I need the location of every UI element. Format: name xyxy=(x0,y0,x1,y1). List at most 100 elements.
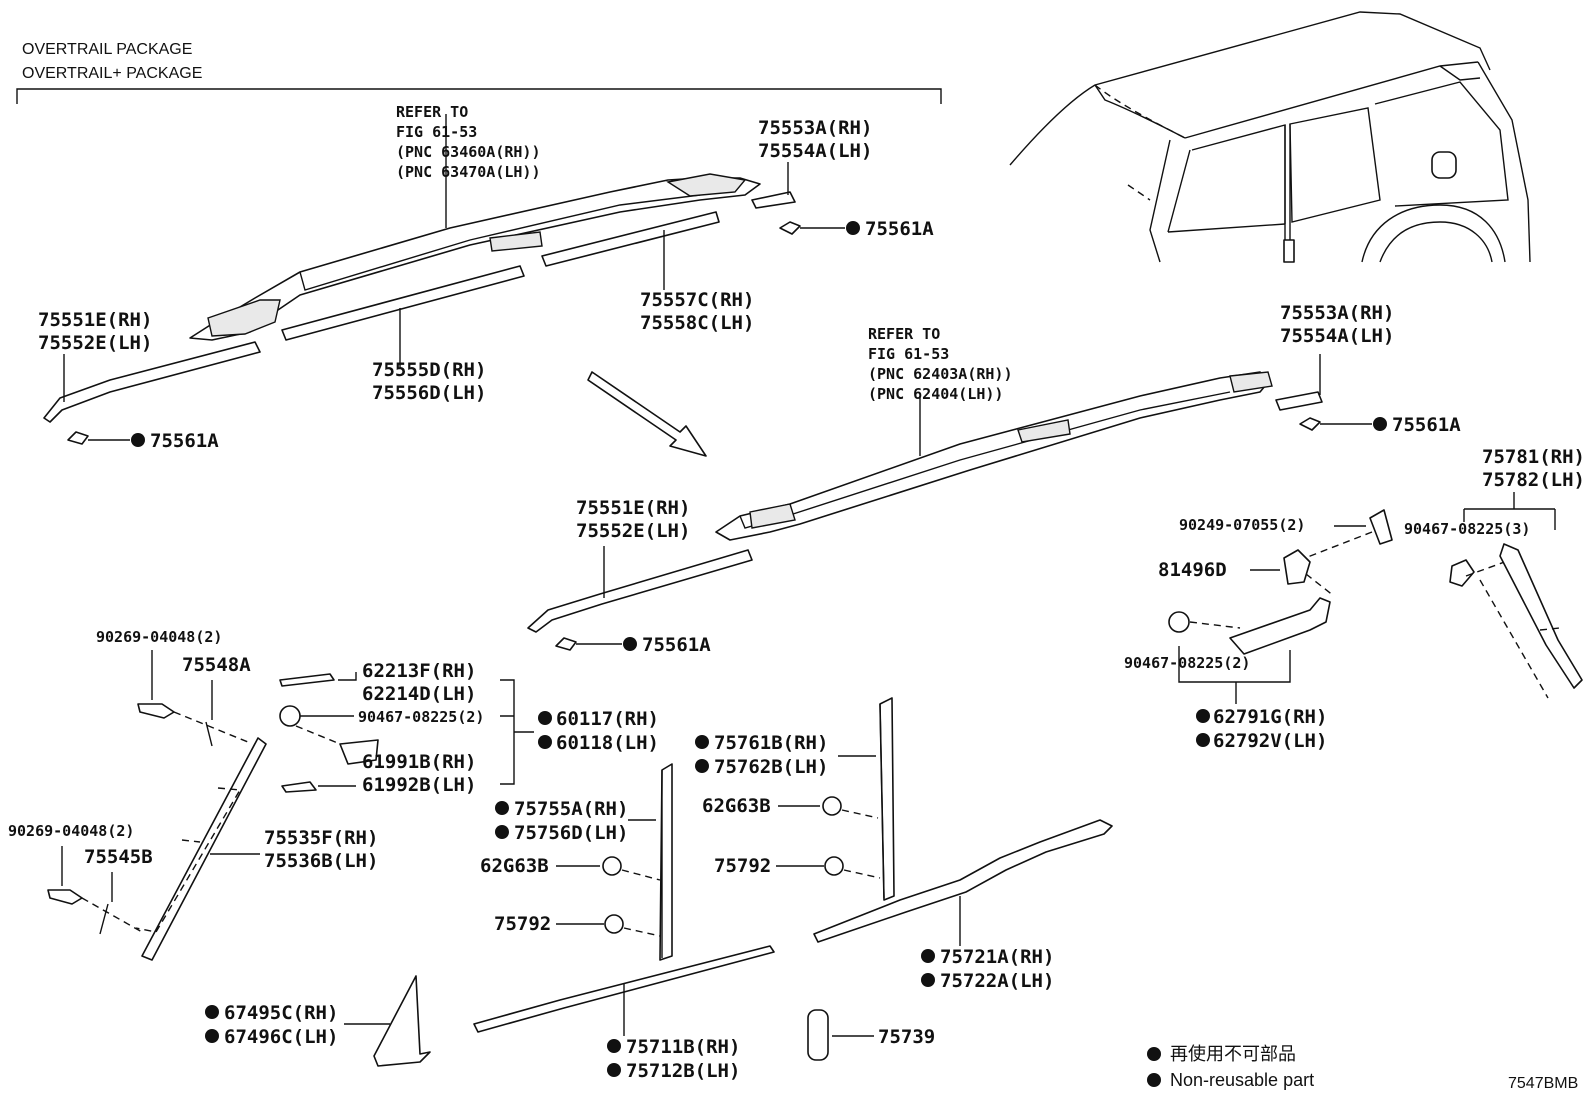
clip-62g63b-left xyxy=(602,856,622,876)
moulding-75781 xyxy=(1499,543,1583,689)
garnish-75761b-edge xyxy=(879,703,885,899)
refer-mid-line3: (PNC 62403A(RH)) xyxy=(868,365,1013,383)
label-75554a-lh-top: 75554A(LH) xyxy=(758,140,872,162)
refer-note-mid: REFER TO FIG 61-53 (PNC 62403A(RH)) (PNC… xyxy=(868,325,1013,403)
label-75721a-rh: 75721A(RH) xyxy=(940,946,1054,968)
label-61991b-rh: 61991B(RH) xyxy=(362,751,476,773)
clip-75561a-3 xyxy=(1299,417,1321,431)
non-reusable-marker xyxy=(205,1029,219,1043)
dash-90249 xyxy=(1299,531,1373,561)
roof-rail-top xyxy=(189,173,761,341)
dash-62g63b-left xyxy=(621,869,661,881)
moulding-75535f xyxy=(141,737,267,961)
clip-62g63b-right xyxy=(822,796,842,816)
label-75553a-rh-mid: 75553A(RH) xyxy=(1280,302,1394,324)
label-75552e-lh-mid: 75552E(LH) xyxy=(576,520,690,542)
label-75555d-rh: 75555D(RH) xyxy=(372,359,486,381)
screw-90249 xyxy=(1369,509,1393,545)
label-75552e-lh-top: 75552E(LH) xyxy=(38,332,152,354)
dash-90269-a xyxy=(173,711,249,743)
non-reusable-marker xyxy=(695,735,709,749)
package-header: OVERTRAIL PACKAGE OVERTRAIL+ PACKAGE xyxy=(16,41,942,104)
non-reusable-marker xyxy=(1196,733,1210,747)
bracket-62791g xyxy=(1178,646,1291,704)
non-reusable-marker xyxy=(495,825,509,839)
label-75712b-lh: 75712B(LH) xyxy=(626,1060,740,1082)
refer-top-line3: (PNC 63460A(RH)) xyxy=(396,143,541,161)
label-67495c-rh: 67495C(RH) xyxy=(224,1002,338,1024)
figure-code: 7547BMB xyxy=(1508,1075,1578,1092)
cover-67495c xyxy=(373,975,431,1067)
label-75561a-1: 75561A xyxy=(865,218,934,240)
strip-61991b xyxy=(281,781,317,793)
refer-note-top: REFER TO FIG 61-53 (PNC 63460A(RH)) (PNC… xyxy=(396,103,541,181)
bracket-60117 xyxy=(500,679,534,785)
label-75551e-rh-top: 75551E(RH) xyxy=(38,309,152,331)
label-61992b-lh: 61992B(LH) xyxy=(362,774,476,796)
clip-75561a-4 xyxy=(555,637,577,651)
label-75556d-lh: 75556D(LH) xyxy=(372,382,486,404)
label-62g63b-right: 62G63B xyxy=(702,795,771,817)
clip-90467-3 xyxy=(1449,559,1475,587)
refer-mid-line4: (PNC 62404(LH)) xyxy=(868,385,1003,403)
non-reusable-marker xyxy=(205,1005,219,1019)
non-reusable-marker xyxy=(695,759,709,773)
label-67496c-lh: 67496C(LH) xyxy=(224,1026,338,1048)
package-bracket xyxy=(16,88,942,104)
garnish-60117 xyxy=(339,739,379,765)
garnish-75755a xyxy=(659,763,673,961)
label-75536b-lh: 75536B(LH) xyxy=(264,850,378,872)
dash-75792-right xyxy=(843,869,881,879)
dash-75535f xyxy=(135,787,242,933)
label-75561a-3: 75561A xyxy=(1392,414,1461,436)
leader-62213f xyxy=(338,672,357,681)
dash-75792-left xyxy=(623,927,661,937)
label-75781-rh: 75781(RH) xyxy=(1482,446,1585,468)
label-75553a-rh-top: 75553A(RH) xyxy=(758,117,872,139)
dash-75781 xyxy=(1479,579,1561,699)
end-cap-75551e-top xyxy=(43,341,261,423)
label-62214d-lh: 62214D(LH) xyxy=(362,683,476,705)
clip-75792-right xyxy=(824,856,844,876)
label-60117-rh: 60117(RH) xyxy=(556,708,659,730)
roof-rail-mid xyxy=(715,371,1273,541)
refer-top-line4: (PNC 63470A(LH)) xyxy=(396,163,541,181)
label-62213f-rh: 62213F(RH) xyxy=(362,660,476,682)
label-75551e-rh-mid: 75551E(RH) xyxy=(576,497,690,519)
label-75755a-rh: 75755A(RH) xyxy=(514,798,628,820)
clip-81496d xyxy=(1283,549,1311,585)
non-reusable-marker xyxy=(495,801,509,815)
label-75711b-rh: 75711B(RH) xyxy=(626,1036,740,1058)
label-75548a: 75548A xyxy=(182,654,251,676)
label-90467-08225-2a: 90467-08225(2) xyxy=(358,708,484,726)
clip-75561a-1 xyxy=(67,431,89,445)
garnish-62791g xyxy=(1229,597,1331,655)
label-75782-lh: 75782(LH) xyxy=(1482,469,1585,491)
strip-75557c xyxy=(541,211,720,267)
label-62791g-rh: 62791G(RH) xyxy=(1213,706,1327,728)
vehicle-illustration xyxy=(1009,11,1531,263)
nut-90467-2a xyxy=(279,705,301,727)
label-75761b-rh: 75761B(RH) xyxy=(714,732,828,754)
non-reusable-marker xyxy=(131,433,145,447)
spacer-75548a xyxy=(205,721,213,747)
label-62792v-lh: 62792V(LH) xyxy=(1213,730,1327,752)
non-reusable-marker xyxy=(921,949,935,963)
legend: 再使用不可部品 Non-reusable part xyxy=(1147,1044,1314,1090)
label-75762b-lh: 75762B(LH) xyxy=(714,756,828,778)
label-75792-left: 75792 xyxy=(494,913,551,935)
label-90269-04048-a: 90269-04048(2) xyxy=(96,628,222,646)
label-75756d-lh: 75756D(LH) xyxy=(514,822,628,844)
non-reusable-marker xyxy=(921,973,935,987)
clip-90269-b xyxy=(47,889,83,905)
package-label-overtrail-plus: OVERTRAIL+ PACKAGE xyxy=(22,65,202,82)
clip-75561a-2 xyxy=(779,221,801,235)
non-reusable-marker xyxy=(1196,709,1210,723)
dash-90467-2b xyxy=(1189,621,1241,629)
refer-top-line1: REFER TO xyxy=(396,103,468,121)
end-cap-75551e-mid xyxy=(527,549,753,633)
label-90467-08225-3: 90467-08225(3) xyxy=(1404,520,1530,538)
direction-arrow xyxy=(587,371,707,457)
cap-75739 xyxy=(807,1009,829,1061)
